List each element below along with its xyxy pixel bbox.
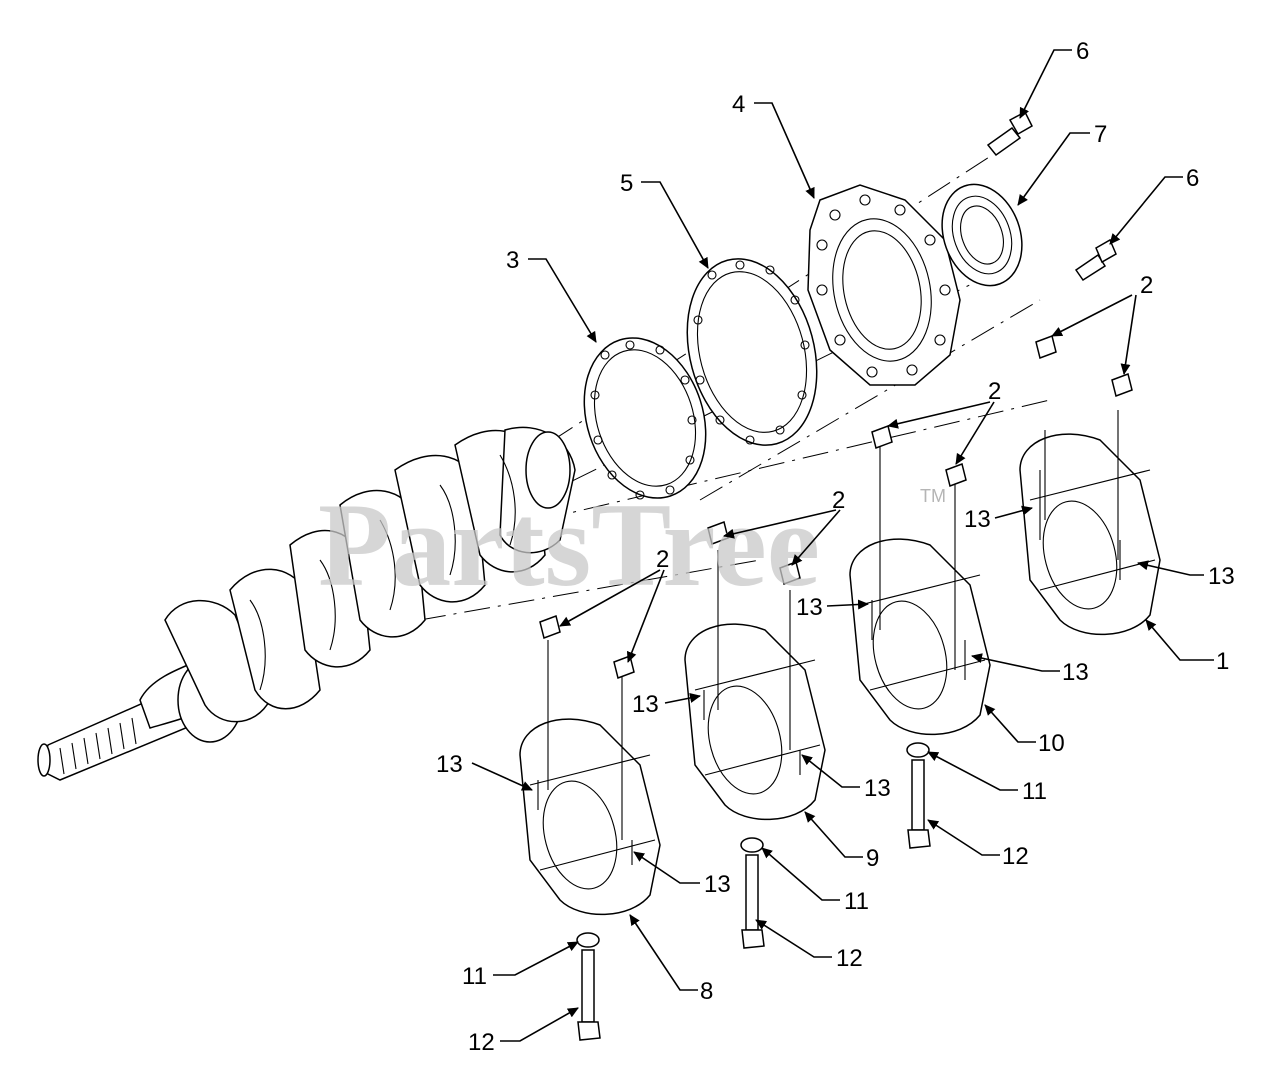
bearing-cap-part-1 <box>1019 410 1161 636</box>
bearing-cap-part-8 <box>519 640 661 916</box>
callout-13: 13 <box>704 871 731 898</box>
callout-13: 13 <box>796 594 823 621</box>
callout-3: 3 <box>506 247 519 274</box>
callout-1: 1 <box>1216 648 1229 675</box>
callout-6: 6 <box>1076 38 1089 65</box>
bearing-cap-part-9 <box>684 550 826 821</box>
gasket-part-5 <box>686 258 818 446</box>
callout-11: 11 <box>1022 778 1047 805</box>
callout-10: 10 <box>1038 730 1065 757</box>
callout-2: 2 <box>1140 272 1153 299</box>
crankshaft <box>37 426 576 781</box>
callout-12: 12 <box>468 1029 495 1056</box>
callout-7: 7 <box>1094 121 1107 148</box>
washers-part-11 <box>576 742 930 948</box>
oil-seal-part-7 <box>941 183 1023 287</box>
callout-13: 13 <box>1208 563 1235 590</box>
callout-13: 13 <box>864 775 891 802</box>
callout-11: 11 <box>462 963 487 990</box>
bearing-cap-part-10 <box>849 440 991 736</box>
callout-9: 9 <box>866 845 879 872</box>
callout-11: 11 <box>844 888 869 915</box>
screw-part-6-upper <box>986 110 1033 157</box>
callout-4: 4 <box>732 91 745 118</box>
callout-13: 13 <box>632 691 659 718</box>
watermark-text: PartsTree <box>318 478 820 611</box>
callout-13: 13 <box>964 506 991 533</box>
bolts-part-12 <box>577 759 931 1041</box>
callout-leaders <box>471 49 1214 1042</box>
callout-8: 8 <box>700 978 713 1005</box>
callout-labels: 1 2 2 2 2 3 4 5 6 6 7 8 9 10 11 11 11 12… <box>436 38 1235 1056</box>
callout-2: 2 <box>656 546 669 573</box>
callout-12: 12 <box>1002 843 1029 870</box>
callout-2: 2 <box>832 487 845 514</box>
seal-housing-part-4 <box>807 184 961 386</box>
watermark-trademark: TM <box>920 486 946 506</box>
callout-12: 12 <box>836 945 863 972</box>
callout-13: 13 <box>1062 659 1089 686</box>
screw-part-6-lower <box>1074 238 1117 282</box>
gasket-part-3 <box>583 337 707 500</box>
watermark: PartsTree TM <box>318 478 946 611</box>
callout-6: 6 <box>1186 165 1199 192</box>
callout-13: 13 <box>436 751 463 778</box>
callout-2: 2 <box>988 378 1001 405</box>
callout-5: 5 <box>620 170 633 197</box>
